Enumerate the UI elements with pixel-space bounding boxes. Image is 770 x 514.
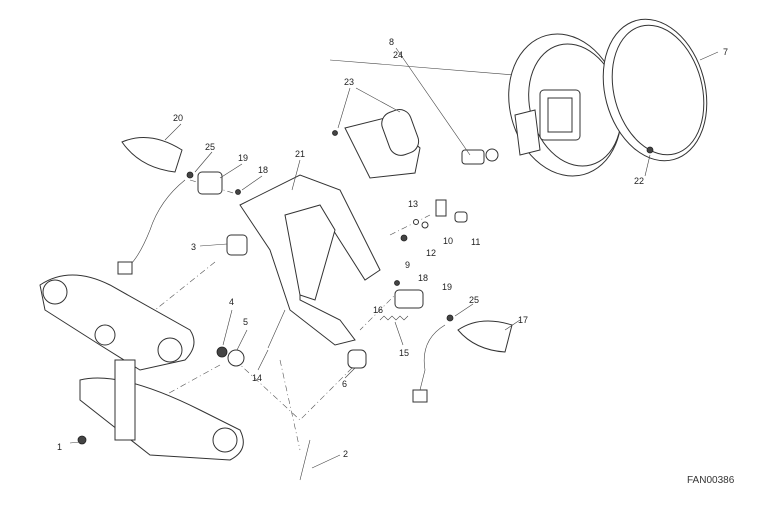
turn-signal-right	[412, 314, 513, 403]
callout-2: 2	[343, 449, 348, 459]
drawing-code: FAN00386	[687, 475, 735, 486]
callout-10: 10	[443, 236, 453, 246]
callout-9: 9	[405, 260, 410, 270]
gasket-bracket	[332, 109, 421, 179]
callout-7: 7	[723, 47, 728, 57]
headlight-support-bracket	[239, 174, 381, 346]
screw-22	[646, 146, 654, 154]
bracket-19-right	[394, 289, 424, 309]
rubber-mount-3	[226, 234, 248, 256]
callout-16: 16	[373, 305, 383, 315]
callout-5: 5	[243, 317, 248, 327]
callout-1: 1	[57, 442, 62, 452]
rubber-mount-6	[347, 349, 367, 369]
screw-14	[267, 309, 286, 349]
headlight-ring	[602, 18, 708, 162]
callout-18-right: 18	[418, 273, 428, 283]
headlight-assembly	[508, 33, 622, 177]
nut-4	[216, 346, 228, 358]
washer-12	[421, 221, 429, 229]
callout-labels: 8 24 7 23 20 25 19 18 21 22 13 3 10 11 1…	[57, 37, 728, 459]
callout-23: 23	[344, 77, 354, 87]
callout-21: 21	[295, 149, 305, 159]
callout-6: 6	[342, 379, 347, 389]
clamp-10	[435, 199, 447, 217]
callout-20: 20	[173, 113, 183, 123]
callout-22: 22	[634, 176, 644, 186]
bracket-19-left	[197, 171, 223, 195]
screw-18-right	[394, 280, 400, 286]
callout-14: 14	[252, 373, 262, 383]
spring-16	[379, 315, 409, 321]
rubber-mount-5	[227, 349, 245, 367]
callout-19-left: 19	[238, 153, 248, 163]
callout-4: 4	[229, 297, 234, 307]
callout-15: 15	[399, 348, 409, 358]
callout-18-left: 18	[258, 165, 268, 175]
wire-part-8	[329, 59, 516, 76]
callout-24: 24	[393, 50, 403, 60]
callout-13: 13	[408, 199, 418, 209]
callout-25-left: 25	[205, 142, 215, 152]
screw-2	[299, 439, 311, 481]
callout-8: 8	[389, 37, 394, 47]
steering-triple-clamp	[39, 274, 244, 461]
callout-12: 12	[426, 248, 436, 258]
screw-18-left	[235, 189, 241, 195]
callout-19-right: 19	[442, 282, 452, 292]
turn-signal-left	[117, 137, 194, 275]
callout-3: 3	[191, 242, 196, 252]
bulb	[461, 148, 499, 165]
spacer-11	[454, 211, 468, 223]
leader-lines	[69, 47, 719, 469]
callout-17: 17	[518, 315, 528, 325]
callout-11: 11	[471, 237, 480, 247]
screw-9	[400, 234, 408, 242]
callout-25-right: 25	[469, 295, 479, 305]
washer-13	[413, 219, 419, 225]
